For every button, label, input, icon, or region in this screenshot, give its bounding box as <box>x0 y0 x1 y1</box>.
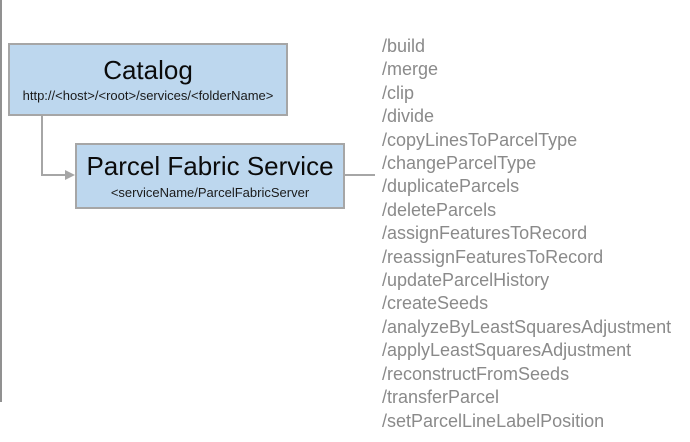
operation-item: /transferParcel <box>382 387 500 408</box>
operation-item: /clip <box>382 82 415 103</box>
operations-separator-line <box>0 0 2 402</box>
operation-item: /copyLinesToParcelType <box>382 129 578 150</box>
arrow-right-icon <box>65 170 75 180</box>
operation-item: /updateParcelHistory <box>382 270 550 291</box>
operation-item: /deleteParcels <box>382 199 497 220</box>
operation-item: /duplicateParcels <box>382 176 520 197</box>
operations-list: /build/merge/clip/divide/copyLinesToParc… <box>382 35 671 433</box>
parcel-fabric-service-node: Parcel Fabric Service <serviceName/Parce… <box>75 143 345 209</box>
connector-catalog-vertical-line <box>41 116 43 176</box>
catalog-title: Catalog <box>103 54 193 85</box>
operation-item: /setParcelLineLabelPosition <box>382 410 605 431</box>
connector-service-to-operations-line <box>345 174 375 176</box>
operation-item: /assignFeaturesToRecord <box>382 223 588 244</box>
operation-item: /changeParcelType <box>382 153 537 174</box>
operation-item: /analyzeByLeastSquaresAdjustment <box>382 316 672 337</box>
operation-item: /divide <box>382 106 435 127</box>
operation-item: /merge <box>382 59 439 80</box>
catalog-url-template: http://<host>/<root>/services/<folderNam… <box>22 88 274 104</box>
operation-item: /build <box>382 36 426 56</box>
service-name-template: <serviceName/ParcelFabricServer <box>110 184 310 200</box>
operation-item: /createSeeds <box>382 293 489 314</box>
operation-item: /applyLeastSquaresAdjustment <box>382 340 632 361</box>
operation-item: /reassignFeaturesToRecord <box>382 246 604 267</box>
connector-catalog-horizontal-line <box>41 174 66 176</box>
service-title: Parcel Fabric Service <box>86 151 334 182</box>
catalog-node: Catalog http://<host>/<root>/services/<f… <box>8 43 288 116</box>
operation-item: /reconstructFromSeeds <box>382 363 570 384</box>
